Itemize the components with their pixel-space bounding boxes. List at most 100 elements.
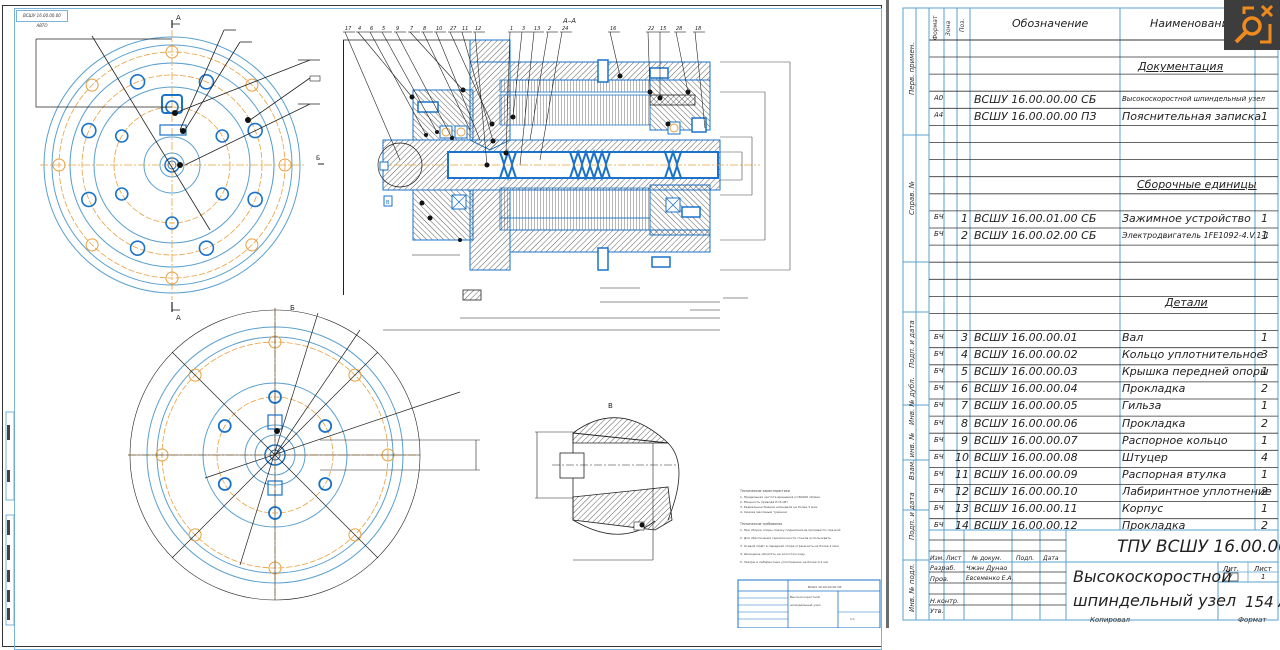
- role-checker: Пров.: [930, 575, 949, 583]
- section-marker-a-top: А: [176, 14, 181, 22]
- role-norm: Н.контр.: [930, 597, 960, 605]
- row-designation: ВСШУ 16.00.00.11: [974, 502, 1078, 515]
- zoom-overlay-button[interactable]: [1224, 0, 1280, 50]
- row-format: БЧ: [934, 418, 944, 427]
- row-name: Высокоскоростной шпиндельный узел: [1122, 95, 1265, 103]
- position-number-label: 27: [450, 26, 457, 32]
- row-pos: 11: [955, 467, 969, 481]
- row-qty: 1: [1261, 502, 1268, 515]
- spec-row[interactable]: БЧ 1 ВСШУ 16.00.01.00 СБ Зажимное устрой…: [928, 211, 1278, 227]
- spec-row[interactable]: А0 ВСШУ 16.00.00.00 СБ Высокоскоростной …: [928, 92, 1278, 108]
- sheet-label: Лист: [1254, 565, 1272, 573]
- bolt-hole: [245, 238, 259, 252]
- view-a-end-view: А А Б: [35, 14, 324, 322]
- bolt-hole: [318, 477, 333, 491]
- row-designation: ВСШУ 16.00.00.06: [974, 416, 1078, 430]
- row-qty: 2: [1261, 519, 1268, 533]
- row-designation: ВСШУ 16.00.00.12: [974, 519, 1078, 533]
- developer-name: Чжэн Дунао: [966, 564, 1008, 572]
- row-qty: 1: [1261, 110, 1268, 123]
- spec-row[interactable]: БЧ 2 ВСШУ 16.00.02.00 СБ Электродвигател…: [928, 228, 1278, 244]
- row-designation: ВСШУ 16.00.00.08: [974, 450, 1078, 464]
- row-name: Прокладка: [1122, 416, 1186, 430]
- bolt-hole: [215, 129, 230, 143]
- bolt-hole: [198, 240, 215, 256]
- position-number-label: 3: [522, 26, 525, 32]
- bolt-hole: [215, 187, 230, 201]
- leader-line: [519, 31, 535, 166]
- spec-row[interactable]: А4 ВСШУ 16.00.00.00 ПЗ Пояснительная зап…: [928, 109, 1278, 125]
- row-qty: 1: [1261, 399, 1268, 413]
- position-number-label: 1: [510, 26, 513, 32]
- row-pos: 12: [955, 484, 969, 498]
- copied-label: Копировал: [1090, 616, 1130, 624]
- leader-line: [647, 31, 651, 93]
- leader-line: [505, 31, 511, 154]
- leader-line: [539, 31, 563, 161]
- role-approve: Утв.: [930, 607, 944, 615]
- position-number-label: 7: [410, 26, 414, 32]
- left-edge-stamps: [5, 411, 15, 626]
- row-format: БЧ: [934, 486, 944, 495]
- row-designation: ВСШУ 16.00.00.00 СБ: [974, 93, 1097, 106]
- bolt-hole: [188, 528, 202, 542]
- row-designation: ВСШУ 16.00.00.09: [974, 467, 1078, 481]
- position-number-label: 12: [475, 26, 481, 32]
- row-pos: 10: [955, 450, 969, 464]
- specification-grid: [902, 7, 1279, 621]
- leader-line: [435, 31, 481, 141]
- side-label-perv-primen: Перв. примен.: [908, 42, 916, 95]
- section-documentation: Документация: [1138, 60, 1224, 73]
- row-format: БЧ: [934, 521, 944, 530]
- row-designation: ВСШУ 16.00.02.00 СБ: [974, 229, 1097, 242]
- position-number-label: 9: [396, 26, 399, 32]
- header-name: Наименование: [1150, 17, 1236, 30]
- row-format: А0: [934, 94, 944, 102]
- tech-requirement-line: 1. Предельная частота вращения n=60000 о…: [740, 495, 820, 499]
- leader-line: [422, 31, 471, 131]
- position-number-label: 24: [562, 26, 568, 32]
- row-name: Лабиринтное уплотнение: [1122, 484, 1272, 498]
- row-designation: ВСШУ 16.00.00.07: [974, 433, 1078, 447]
- row-format: БЧ: [934, 367, 944, 376]
- view-b-label: Б: [290, 304, 295, 312]
- position-number-label: 18: [695, 26, 701, 32]
- side-label-podp-data-1: Подп. и дата: [908, 320, 916, 368]
- sheet-divider: [886, 0, 889, 628]
- row-name: Распорная втулка: [1122, 467, 1227, 481]
- bolt-hole: [318, 419, 333, 433]
- lit-value: У: [1228, 573, 1233, 581]
- row-format: БЧ: [934, 504, 944, 512]
- row-pos: 4: [961, 348, 968, 362]
- side-label-sprav-no: Справ. №: [908, 180, 916, 215]
- row-name: Прокладка: [1122, 382, 1186, 396]
- header-designation: Обозначение: [1012, 17, 1089, 30]
- row-pos: 13: [955, 502, 969, 515]
- mini-title-name-1: Высокоскоростной: [790, 595, 820, 599]
- bolt-hole: [165, 216, 179, 230]
- section-a-a: А–А: [343, 17, 791, 331]
- section-marker-a-bottom: А: [176, 314, 181, 322]
- row-designation: ВСШУ 16.00.00.05: [974, 399, 1078, 413]
- leader-line: [512, 31, 523, 118]
- row-format: БЧ: [934, 469, 944, 478]
- organization: 154 А: [1245, 593, 1280, 611]
- bolt-hole: [81, 191, 97, 208]
- row-format: БЧ: [934, 384, 944, 393]
- bolt-hole: [85, 238, 99, 252]
- document-title-line-1: Высокоскоростной: [1073, 567, 1232, 586]
- position-number-label: 2: [548, 26, 551, 32]
- bolt-hole: [52, 158, 66, 172]
